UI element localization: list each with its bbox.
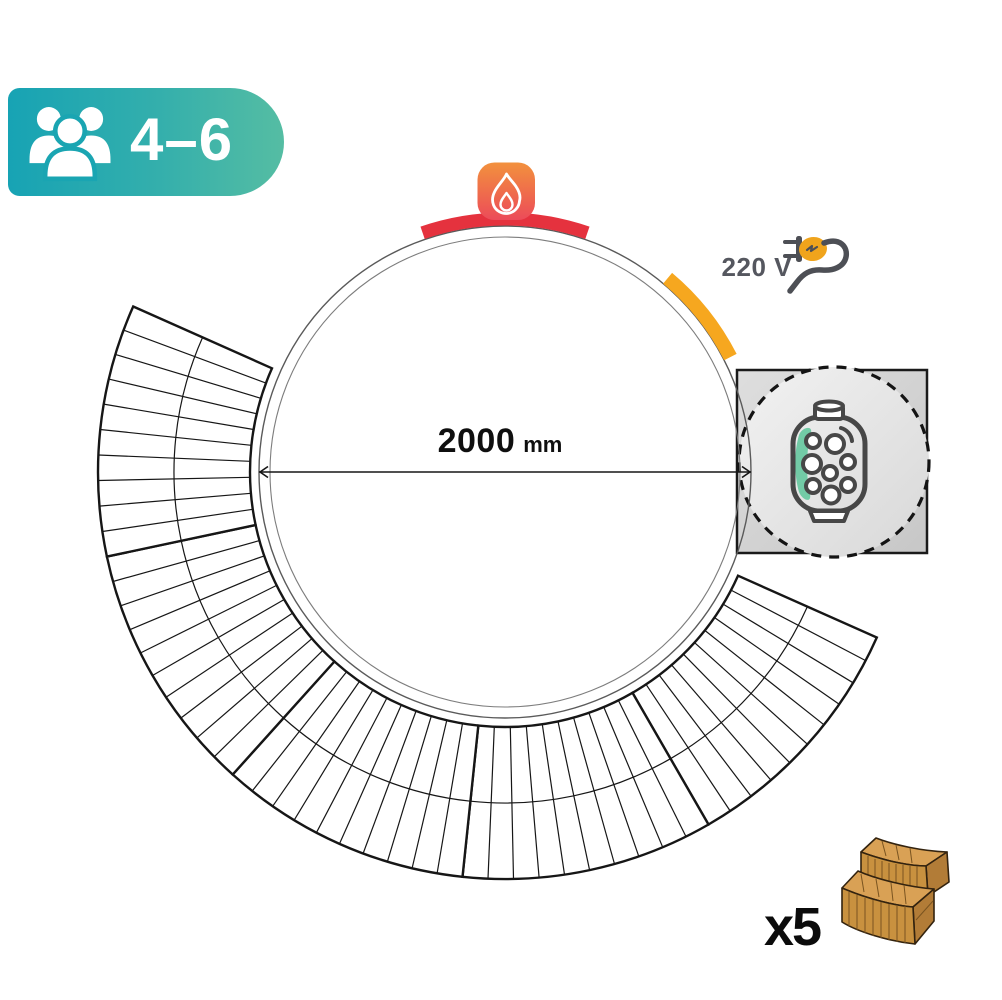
deck-section-3 bbox=[231, 659, 480, 879]
steps-count-label: x5 bbox=[763, 897, 822, 957]
capacity-badge: 4–6 bbox=[8, 88, 284, 196]
fire-icon bbox=[477, 162, 535, 220]
power-label: 220 V bbox=[721, 252, 792, 282]
heater-module bbox=[735, 365, 931, 559]
deck-section-1 bbox=[630, 574, 879, 827]
diameter-arrow bbox=[258, 465, 752, 479]
capacity-label: 4–6 bbox=[130, 106, 234, 173]
heater-clearance-dashed-circle bbox=[737, 365, 931, 559]
deck-section-5 bbox=[96, 304, 274, 559]
diameter-label: 2000 mm bbox=[350, 422, 650, 461]
wooden-steps-icon bbox=[841, 837, 950, 945]
heater-icon bbox=[790, 399, 868, 523]
diameter-value: 2000 bbox=[437, 422, 516, 460]
deck-section-4 bbox=[105, 523, 337, 777]
people-icon bbox=[24, 100, 116, 184]
diameter-unit: mm bbox=[523, 432, 563, 457]
deck-sections bbox=[96, 304, 879, 881]
plug-icon bbox=[783, 236, 850, 294]
power-zone-arc bbox=[663, 272, 737, 361]
deck-section-2 bbox=[461, 691, 711, 881]
